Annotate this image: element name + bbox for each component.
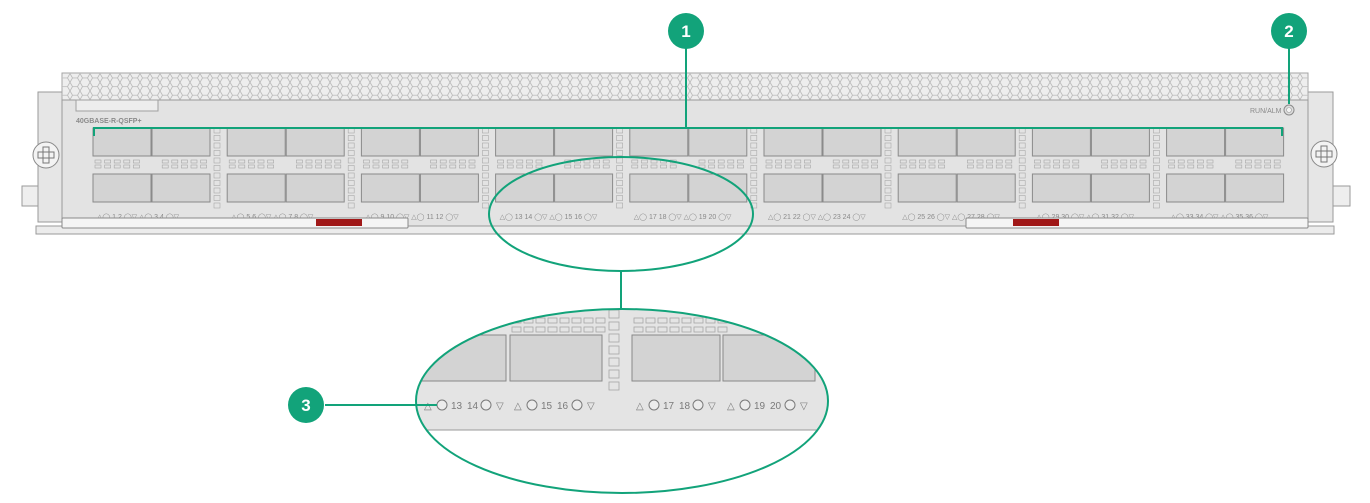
- callout-3: 3: [288, 387, 324, 423]
- ports-bracket: [93, 127, 1283, 136]
- left-captive-screw[interactable]: [32, 141, 60, 169]
- port-18-label: 18: [679, 401, 691, 412]
- model-label: 40GBASE-R-QSFP+: [76, 118, 142, 125]
- port-20-label: 20: [770, 401, 782, 412]
- qsfp-cage[interactable]: [554, 173, 614, 203]
- qsfp-cage[interactable]: [1090, 173, 1150, 203]
- qsfp-cage[interactable]: [92, 127, 152, 157]
- callout-3-number: 3: [301, 396, 310, 415]
- callout-1: 1: [668, 13, 704, 49]
- label-plate: [75, 99, 159, 112]
- port-label-row: △◯ 29 30 ◯▽ △◯ 31 32 ◯▽: [1036, 213, 1134, 221]
- port-group: △◯ 33 34 ◯▽ △◯ 35 36 ◯▽: [1166, 127, 1285, 221]
- qsfp-cage[interactable]: [822, 173, 882, 203]
- qsfp-cage[interactable]: [285, 173, 345, 203]
- svg-text:△: △: [727, 401, 735, 412]
- zoom-view-ellipse: [415, 308, 829, 494]
- right-latch: [1332, 185, 1351, 207]
- qsfp-cage[interactable]: [419, 173, 479, 203]
- callout-1-number: 1: [681, 22, 690, 41]
- port-16-label: 16: [557, 401, 569, 412]
- port-label-row: △◯ 13 14 ◯▽ △◯ 15 16 ◯▽: [500, 213, 598, 221]
- port-group: △◯ 9 10 ◯▽ △◯ 11 12 ◯▽: [360, 127, 489, 221]
- qsfp-cage[interactable]: [151, 173, 211, 203]
- port-group: △◯ 29 30 ◯▽ △◯ 31 32 ◯▽: [1031, 127, 1160, 221]
- qsfp-cage[interactable]: [629, 173, 689, 203]
- zoom-view: △ 13 14 ▽ △ 15 16 ▽ △ 17 18 ▽ △ 19 20 ▽: [416, 309, 828, 493]
- zoom-cage: [509, 334, 603, 382]
- qsfp-cage[interactable]: [419, 127, 479, 157]
- port-group: △◯ 21 22 ◯▽ △◯ 23 24 ◯▽: [763, 127, 892, 221]
- qsfp-cage[interactable]: [360, 127, 420, 157]
- port-14-label: 14: [467, 401, 479, 412]
- qsfp-cage[interactable]: [92, 173, 152, 203]
- svg-text:▽: ▽: [496, 401, 504, 412]
- qsfp-cage[interactable]: [1225, 127, 1285, 157]
- zoom-cage: [631, 334, 721, 382]
- qsfp-cage[interactable]: [822, 127, 882, 157]
- port-label-row: △◯ 33 34 ◯▽ △◯ 35 36 ◯▽: [1171, 213, 1269, 221]
- right-handle-mark: [1013, 219, 1059, 226]
- port-label-row: △◯ 9 10 ◯▽ △◯ 11 12 ◯▽: [365, 213, 459, 221]
- svg-text:▽: ▽: [800, 401, 808, 412]
- left-latch: [21, 185, 39, 207]
- qsfp-cage[interactable]: [956, 127, 1016, 157]
- callout-2-number: 2: [1284, 22, 1293, 41]
- qsfp-cage[interactable]: [1031, 173, 1091, 203]
- port-group: △◯ 13 14 ◯▽ △◯ 15 16 ◯▽: [495, 127, 623, 221]
- qsfp-cage[interactable]: [226, 127, 286, 157]
- port-label-row: △◯ 5 6 ◯▽ △◯ 7 8 ◯▽: [231, 213, 314, 221]
- callout-2: 2: [1271, 13, 1307, 49]
- qsfp-cage[interactable]: [554, 127, 614, 157]
- qsfp-cage[interactable]: [1166, 173, 1226, 203]
- qsfp-cage[interactable]: [897, 173, 957, 203]
- qsfp-cage[interactable]: [495, 173, 555, 203]
- qsfp-cage[interactable]: [763, 127, 823, 157]
- port-17-label: 17: [663, 401, 675, 412]
- left-handle-mark: [316, 219, 362, 226]
- qsfp-cage[interactable]: [1031, 127, 1091, 157]
- svg-text:▽: ▽: [708, 401, 716, 412]
- svg-text:△: △: [424, 401, 432, 412]
- qsfp-port-groups: △◯ 1 2 ◯▽ △◯ 3 4 ◯▽ △◯ 5 6 ◯▽ △◯ 7 8 ◯▽ △◯…: [92, 127, 1285, 221]
- zoom-cage: [722, 334, 816, 382]
- qsfp-cage[interactable]: [151, 127, 211, 157]
- qsfp-cage[interactable]: [226, 173, 286, 203]
- right-captive-screw[interactable]: [1310, 140, 1338, 168]
- qsfp-cage[interactable]: [1166, 127, 1226, 157]
- port-label-row: △◯ 17 18 ◯▽ △◯ 19 20 ◯▽: [634, 213, 732, 221]
- svg-text:△: △: [636, 401, 644, 412]
- port-led-13: [436, 399, 448, 411]
- status-label: RUN/ALM: [1250, 108, 1282, 115]
- qsfp-cage[interactable]: [1225, 173, 1285, 203]
- qsfp-cage[interactable]: [360, 173, 420, 203]
- port-group: △◯ 17 18 ◯▽ △◯ 19 20 ◯▽: [629, 127, 758, 221]
- svg-text:△: △: [514, 401, 522, 412]
- qsfp-cage[interactable]: [285, 127, 345, 157]
- port-group: △◯ 25 26 ◯▽ △◯ 27 28 ◯▽: [897, 127, 1026, 221]
- port-label-row: △◯ 25 26 ◯▽ △◯ 27 28 ◯▽: [902, 213, 1000, 221]
- svg-text:▽: ▽: [587, 401, 595, 412]
- port-19-label: 19: [754, 401, 766, 412]
- zoom-port-labels: △ 13 14 ▽ △ 15 16 ▽ △ 17 18 ▽ △ 19 20 ▽: [424, 399, 808, 412]
- zoom-led-column: [608, 309, 620, 391]
- qsfp-cage[interactable]: [897, 127, 957, 157]
- qsfp-cage[interactable]: [688, 127, 748, 157]
- qsfp-cage[interactable]: [956, 173, 1016, 203]
- qsfp-cage[interactable]: [1090, 127, 1150, 157]
- port-label-row: △◯ 1 2 ◯▽ △◯ 3 4 ◯▽: [97, 213, 180, 221]
- qsfp-cage[interactable]: [495, 127, 555, 157]
- port-15-label: 15: [541, 401, 553, 412]
- port-label-row: △◯ 21 22 ◯▽ △◯ 23 24 ◯▽: [768, 213, 866, 221]
- qsfp-cage[interactable]: [629, 127, 689, 157]
- qsfp-cage[interactable]: [763, 173, 823, 203]
- port-group: △◯ 5 6 ◯▽ △◯ 7 8 ◯▽: [226, 127, 355, 221]
- port-13-label: 13: [451, 401, 463, 412]
